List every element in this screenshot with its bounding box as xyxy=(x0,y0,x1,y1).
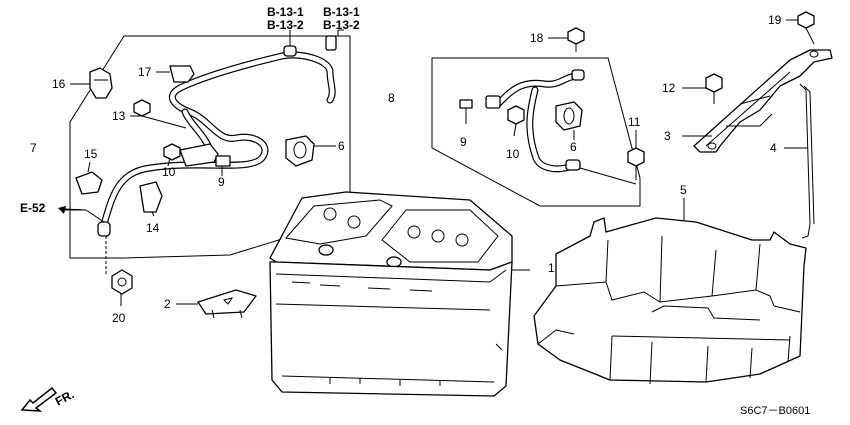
label-part-17: 17 xyxy=(138,65,152,79)
ground-cable[interactable] xyxy=(97,35,337,237)
label-part-10-right: 10 xyxy=(506,147,520,161)
positive-cable-group-frame xyxy=(431,57,641,207)
nut-10-right[interactable] xyxy=(507,105,525,125)
nut-19[interactable] xyxy=(797,11,815,29)
label-part-14: 14 xyxy=(146,221,160,235)
drawing-code: S6C7－B0601 xyxy=(740,405,810,417)
label-part-11: 11 xyxy=(628,115,641,129)
label-part-4: 4 xyxy=(770,141,777,155)
label-part-13: 13 xyxy=(112,109,126,123)
terminal-cover-2[interactable] xyxy=(197,289,257,319)
label-part-16: 16 xyxy=(52,77,66,91)
label-part-2: 2 xyxy=(164,297,171,311)
label-part-18: 18 xyxy=(530,31,544,45)
bolt-9-right[interactable] xyxy=(459,99,473,118)
label-part-6-right: 6 xyxy=(570,140,577,154)
bolt-11[interactable] xyxy=(627,147,645,180)
ref-top-right-2: B-13-2 xyxy=(323,18,360,32)
nut-20[interactable] xyxy=(111,269,133,295)
terminal-6-left[interactable] xyxy=(285,135,315,167)
front-arrow-icon xyxy=(20,386,58,412)
front-label: FR. xyxy=(53,387,77,408)
label-part-5: 5 xyxy=(680,183,687,197)
label-part-15: 15 xyxy=(84,147,98,161)
nut-13[interactable] xyxy=(133,99,151,117)
label-part-1: 1 xyxy=(548,261,555,275)
label-part-6-left: 6 xyxy=(338,139,345,153)
clip-16[interactable] xyxy=(89,67,113,99)
terminal-6-right[interactable] xyxy=(555,101,583,131)
label-part-3: 3 xyxy=(664,129,671,143)
clip-14[interactable] xyxy=(139,181,163,213)
ref-side: E-52 xyxy=(20,201,46,215)
nut-10-left[interactable] xyxy=(163,143,181,161)
label-part-8: 8 xyxy=(388,91,395,105)
label-part-12: 12 xyxy=(662,81,676,95)
ref-top-left-1: B-13-1 xyxy=(267,5,304,19)
battery-box-5[interactable] xyxy=(533,217,807,385)
clip-15[interactable] xyxy=(75,171,103,195)
battery-1[interactable] xyxy=(269,191,513,397)
ref-top-right-1: B-13-1 xyxy=(323,5,360,19)
label-part-9-left: 9 xyxy=(218,175,225,189)
positive-cable[interactable] xyxy=(485,69,585,173)
ref-top-left-2: B-13-2 xyxy=(267,18,304,32)
bolt-12[interactable] xyxy=(705,73,723,104)
label-part-9-right: 9 xyxy=(460,135,467,149)
clamp-17[interactable] xyxy=(169,65,195,83)
label-part-10-left: 10 xyxy=(162,165,176,179)
label-part-19: 19 xyxy=(768,13,782,27)
bolt-18[interactable] xyxy=(567,27,585,52)
bolt-9-left[interactable] xyxy=(215,155,231,174)
ground-cable-group-frame xyxy=(69,35,351,259)
hold-down-bracket-3[interactable] xyxy=(693,49,833,153)
label-part-20: 20 xyxy=(112,311,126,325)
setting-rod-4[interactable] xyxy=(799,83,815,239)
label-part-7: 7 xyxy=(30,141,37,155)
